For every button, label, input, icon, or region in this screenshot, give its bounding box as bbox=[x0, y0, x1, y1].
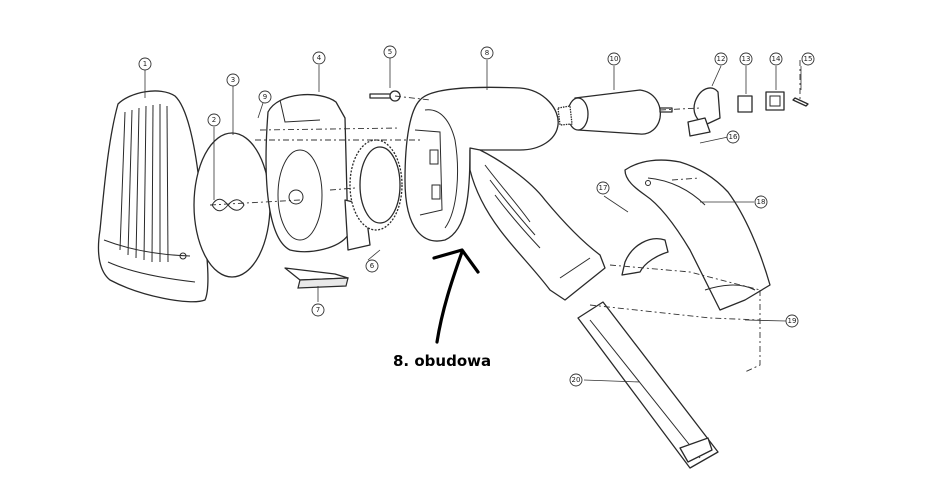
callout-label: 12 bbox=[717, 55, 726, 63]
part-8-housing bbox=[404, 86, 606, 301]
pointer-arrow bbox=[432, 248, 480, 344]
callout-8: 8 bbox=[480, 46, 494, 60]
callout-1: 1 bbox=[138, 57, 152, 71]
part-10-motor bbox=[557, 89, 673, 135]
callout-17: 17 bbox=[596, 181, 610, 195]
callout-circle bbox=[138, 57, 152, 71]
switch-assembly bbox=[687, 87, 809, 137]
callout-circle bbox=[226, 73, 240, 87]
callout-circle bbox=[801, 52, 815, 66]
part-4-fan-housing bbox=[265, 93, 371, 253]
callout-circle bbox=[726, 130, 740, 144]
callout-15: 15 bbox=[801, 52, 815, 66]
callout-circle bbox=[754, 195, 768, 209]
callout-label: 13 bbox=[742, 55, 751, 63]
callout-13: 13 bbox=[739, 52, 753, 66]
callout-20: 20 bbox=[569, 373, 583, 387]
callout-label: 16 bbox=[729, 133, 738, 141]
callout-label: 14 bbox=[772, 55, 781, 63]
callout-circle bbox=[596, 181, 610, 195]
part-7-block bbox=[284, 267, 349, 289]
callout-label: 19 bbox=[788, 317, 797, 325]
callout-circle bbox=[714, 52, 728, 66]
callout-10: 10 bbox=[607, 52, 621, 66]
callout-label: 3 bbox=[231, 76, 235, 84]
callout-9: 9 bbox=[258, 90, 272, 104]
callout-circle bbox=[785, 314, 799, 328]
callout-circle bbox=[769, 52, 783, 66]
assembly-leader-lines bbox=[209, 60, 801, 373]
callout-label: 7 bbox=[316, 306, 320, 314]
callout-circle bbox=[569, 373, 583, 387]
callout-7: 7 bbox=[311, 303, 325, 317]
callout-6: 6 bbox=[365, 259, 379, 273]
callout-label: 8 bbox=[485, 49, 489, 57]
callout-label: 20 bbox=[572, 376, 581, 384]
part-2-fan-disc bbox=[193, 132, 271, 278]
part-18-handle-cover bbox=[624, 159, 771, 311]
callout-12: 12 bbox=[714, 52, 728, 66]
callout-2: 2 bbox=[207, 113, 221, 127]
housing-caption: 8. obudowa bbox=[393, 352, 492, 370]
callout-label: 17 bbox=[599, 184, 608, 192]
callout-4: 4 bbox=[312, 51, 326, 65]
callout-14: 14 bbox=[769, 52, 783, 66]
part-20-battery bbox=[577, 301, 719, 469]
callout-circle bbox=[383, 45, 397, 59]
callout-label: 6 bbox=[370, 262, 375, 270]
callout-label: 1 bbox=[143, 60, 147, 68]
callout-3: 3 bbox=[226, 73, 240, 87]
callout-circle bbox=[480, 46, 494, 60]
callout-label: 2 bbox=[212, 116, 216, 124]
callout-label: 18 bbox=[757, 198, 766, 206]
callout-label: 9 bbox=[263, 93, 267, 101]
part-17-bracket bbox=[621, 238, 669, 276]
callout-5: 5 bbox=[383, 45, 397, 59]
callout-label: 4 bbox=[317, 54, 322, 62]
callout-16: 16 bbox=[726, 130, 740, 144]
callout-label: 10 bbox=[610, 55, 619, 63]
callout-label: 15 bbox=[804, 55, 813, 63]
callout-18: 18 bbox=[754, 195, 768, 209]
callout-circle bbox=[258, 90, 272, 104]
callout-circle bbox=[311, 303, 325, 317]
part-1-front-cover bbox=[97, 90, 209, 303]
callout-circle bbox=[739, 52, 753, 66]
callout-circle bbox=[312, 51, 326, 65]
callout-circle bbox=[207, 113, 221, 127]
part-6-gear-ring bbox=[349, 139, 403, 231]
callout-circle bbox=[607, 52, 621, 66]
callout-label: 5 bbox=[388, 48, 392, 56]
callout-circle bbox=[365, 259, 379, 273]
callout-19: 19 bbox=[785, 314, 799, 328]
